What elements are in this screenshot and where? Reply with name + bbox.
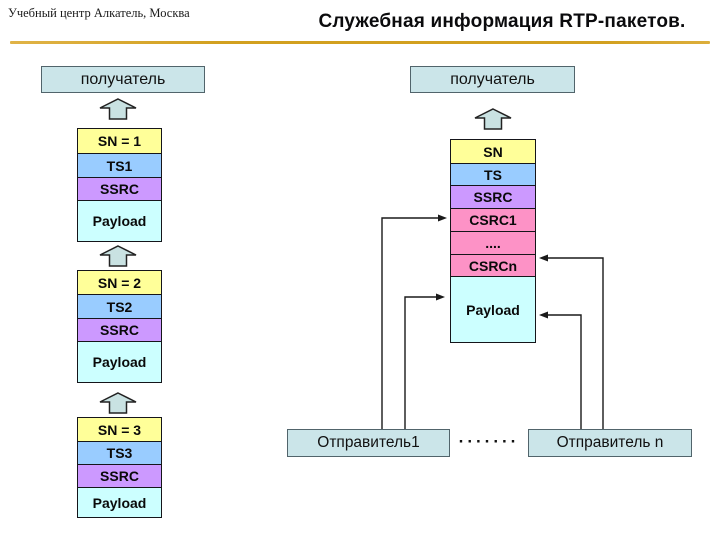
solid-triangle-arrow-icon: [539, 311, 548, 319]
field-ssrc: SSRC: [78, 464, 161, 487]
field-sn: SN = 3: [78, 418, 161, 441]
field-payload: Payload: [78, 200, 161, 241]
field-csrc-ellipsis: ....: [451, 231, 535, 254]
receiver-box-right: получатель: [410, 66, 575, 93]
senderN-box: Отправитель n: [528, 429, 692, 457]
up-block-arrow-icon: [99, 98, 137, 120]
solid-triangle-arrow-icon: [438, 214, 447, 222]
field-csrcn: CSRCn: [451, 254, 535, 276]
solid-triangle-arrow-icon: [436, 293, 445, 301]
senders-ellipsis: ·······: [458, 432, 520, 451]
field-ts: TS1: [78, 153, 161, 177]
connector-sender1-to-csrc1: [381, 217, 439, 429]
field-ts: TS: [451, 163, 535, 185]
field-sn: SN = 2: [78, 271, 161, 294]
field-ts: TS3: [78, 441, 161, 464]
field-ssrc: SSRC: [451, 185, 535, 208]
field-csrc1: CSRC1: [451, 208, 535, 231]
field-sn: SN: [451, 140, 535, 163]
field-payload: Payload: [78, 341, 161, 382]
rtp-packet-2: SN = 2 TS2 SSRC Payload: [77, 270, 162, 383]
field-payload: Payload: [78, 487, 161, 517]
connector-senderN-to-csrcn: [547, 257, 604, 429]
field-ssrc: SSRC: [78, 177, 161, 200]
slide-subtitle: Учебный центр Алкатель, Москва: [8, 6, 190, 20]
header-rule: [10, 41, 710, 44]
up-block-arrow-icon: [99, 245, 137, 267]
field-sn: SN = 1: [78, 129, 161, 153]
rtp-packet-1: SN = 1 TS1 SSRC Payload: [77, 128, 162, 242]
field-ssrc: SSRC: [78, 318, 161, 341]
connector-senderN-to-payload: [547, 314, 582, 429]
field-ts: TS2: [78, 294, 161, 318]
field-payload: Payload: [451, 276, 535, 342]
up-block-arrow-icon: [474, 108, 512, 130]
rtp-packet-mixed: SN TS SSRC CSRC1 .... CSRCn Payload: [450, 139, 536, 343]
connector-sender1-to-payload: [404, 296, 437, 429]
solid-triangle-arrow-icon: [539, 254, 548, 262]
sender1-box: Отправитель1: [287, 429, 450, 457]
up-block-arrow-icon: [99, 392, 137, 414]
page-title: Служебная информация RTP-пакетов.: [318, 11, 686, 32]
rtp-packet-3: SN = 3 TS3 SSRC Payload: [77, 417, 162, 518]
receiver-box-left: получатель: [41, 66, 205, 93]
